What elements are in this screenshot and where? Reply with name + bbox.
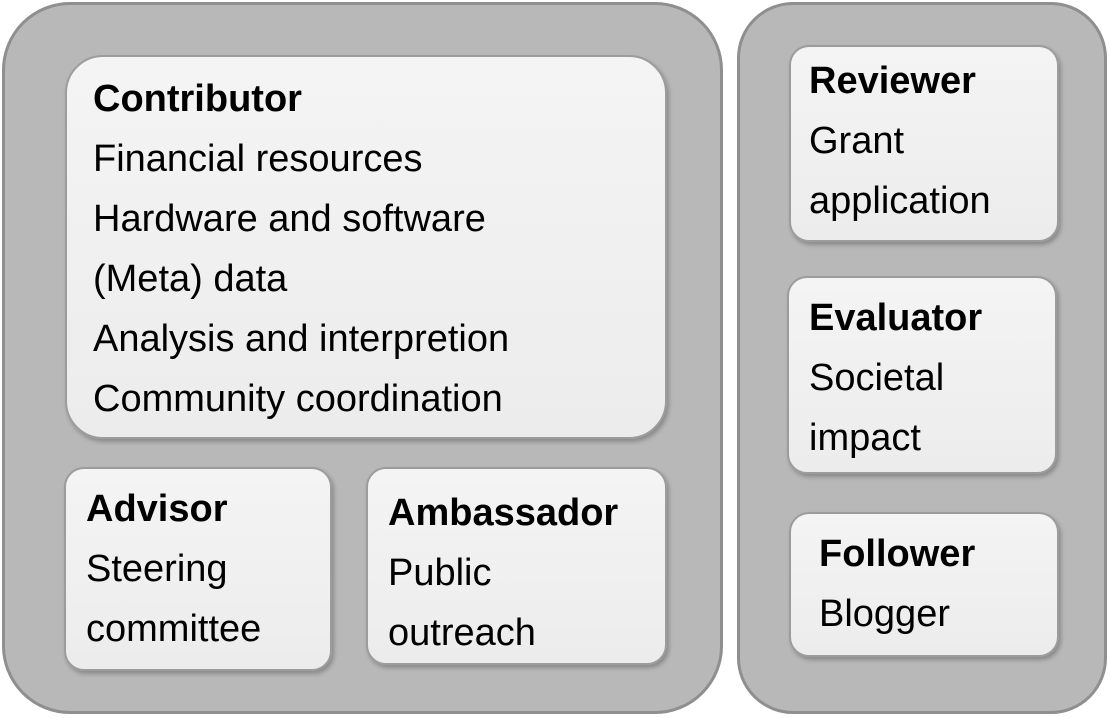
follower-title: Follower xyxy=(819,533,976,575)
contributor-item: Financial resources xyxy=(93,138,423,180)
advisor-title: Advisor xyxy=(86,488,228,530)
ambassador-card: Ambassador Public outreach xyxy=(366,467,667,665)
evaluator-item: Societal xyxy=(809,357,945,399)
contributor-item: Community coordination xyxy=(93,378,503,420)
ambassador-title: Ambassador xyxy=(388,492,619,534)
contributor-item: Hardware and software xyxy=(93,198,486,240)
reviewer-title: Reviewer xyxy=(809,60,976,102)
follower-item: Blogger xyxy=(819,593,950,635)
follower-card: Follower Blogger xyxy=(789,512,1059,657)
advisor-item: Steering xyxy=(86,548,228,590)
evaluator-card: Evaluator Societal impact xyxy=(787,276,1057,474)
evaluator-item: impact xyxy=(809,417,921,459)
reviewer-card: Reviewer Grant application xyxy=(789,45,1059,242)
reviewer-item: application xyxy=(809,180,991,222)
contributor-item: Analysis and interpretion xyxy=(93,318,510,360)
advisor-card: Advisor Steering committee xyxy=(64,467,332,671)
contributor-card: Contributor Financial resources Hardware… xyxy=(65,55,667,439)
contributor-item: (Meta) data xyxy=(93,258,288,300)
contributor-title: Contributor xyxy=(93,78,302,120)
advisor-item: committee xyxy=(86,608,262,650)
evaluator-title: Evaluator xyxy=(809,297,983,339)
ambassador-item: outreach xyxy=(388,612,536,654)
ambassador-item: Public xyxy=(388,552,492,594)
reviewer-item: Grant xyxy=(809,120,905,162)
